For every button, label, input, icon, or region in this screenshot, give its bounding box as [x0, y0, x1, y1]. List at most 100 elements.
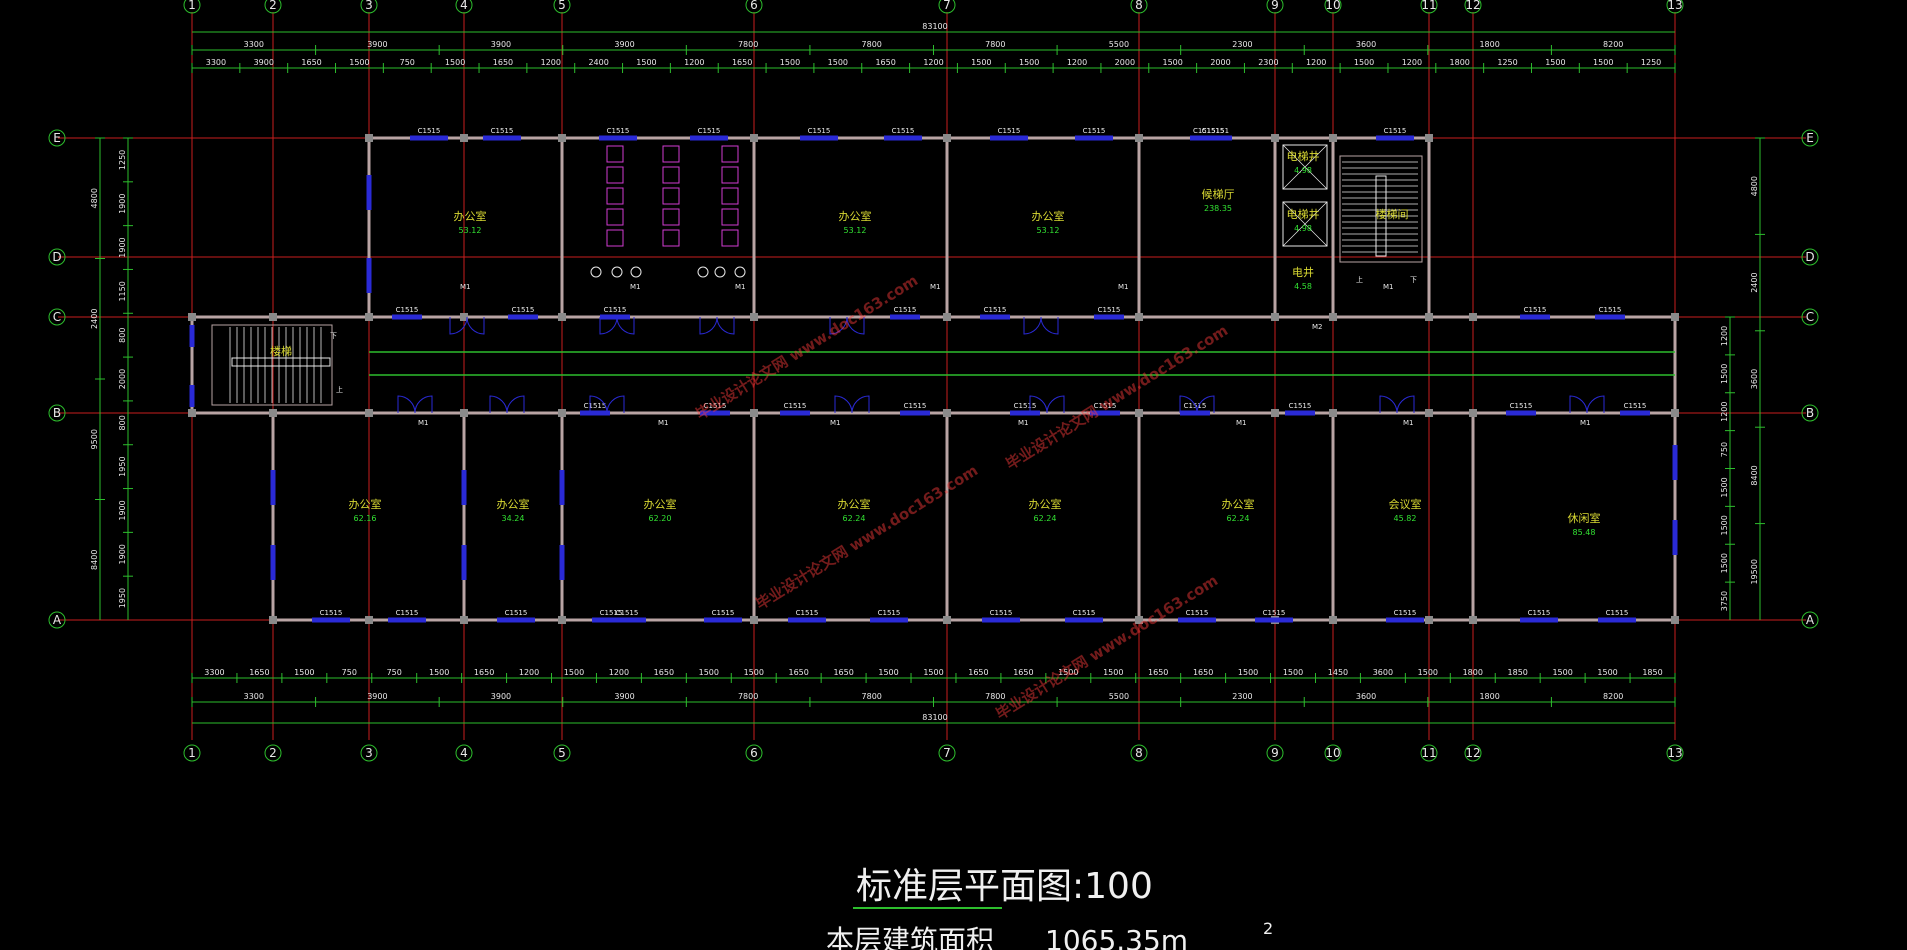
top-axis-label: 13	[1667, 0, 1682, 12]
window	[497, 617, 535, 623]
window-label: C1515	[1289, 402, 1312, 410]
toilet-stall	[606, 187, 624, 205]
toilet-stall	[721, 145, 739, 163]
room-name: 休闲室	[1568, 511, 1601, 525]
right-outer-dim-value: 3600	[1750, 369, 1759, 389]
column	[750, 134, 758, 142]
top-inner-dim-value: 1500	[349, 58, 369, 67]
elevator-cross	[1282, 201, 1328, 247]
room-name: 办公室	[644, 497, 677, 511]
bottom-axis-bubble	[1266, 744, 1284, 762]
bottom-inner-dim-value: 1450	[1328, 668, 1348, 677]
stair-well	[1375, 175, 1387, 257]
left-axis-label: B	[53, 406, 61, 420]
right-outer-dim-value: 19500	[1750, 559, 1759, 584]
bottom-inner-dim-value: 1500	[1238, 668, 1258, 677]
area-superscript: 2	[1263, 919, 1273, 938]
bottom-axis-label: 3	[365, 746, 373, 760]
door-swing	[846, 316, 865, 335]
top-inner-dim-value: 1650	[301, 58, 321, 67]
bottom-axis-label: 11	[1421, 746, 1436, 760]
window-label: C1515	[1606, 609, 1629, 617]
column	[943, 616, 951, 624]
elevator-cross	[1282, 144, 1328, 190]
right-axis-label: D	[1805, 250, 1814, 264]
toilet-stall	[662, 187, 680, 205]
top-inner-dim-value: 2000	[1210, 58, 1230, 67]
top-axis-bubble	[553, 0, 571, 14]
right-inner-dim-value: 750	[1720, 442, 1729, 457]
door-swing	[599, 316, 618, 335]
top-axis-bubble	[1420, 0, 1438, 14]
window	[189, 325, 195, 347]
window-label: C1515	[505, 609, 528, 617]
room-name: 办公室	[839, 209, 872, 223]
left-outer-dim-value: 2400	[90, 309, 99, 329]
top-axis-bubble	[1666, 0, 1684, 14]
left-axis-bubble	[48, 611, 66, 629]
watermark-text: 毕业设计论文网 www.doc163.com	[993, 571, 1222, 723]
top-axis-bubble	[1464, 0, 1482, 14]
right-inner-dim-value: 1200	[1720, 402, 1729, 422]
top-inner-dim-value: 1500	[1545, 58, 1565, 67]
bottom-outer-dim-value: 3900	[491, 692, 511, 701]
window	[900, 410, 930, 416]
room-name: 电井	[1292, 265, 1314, 279]
top-inner-dim-value: 1500	[1019, 58, 1039, 67]
door-swing	[414, 395, 433, 414]
bottom-axis-bubble	[1130, 744, 1148, 762]
right-inner-dim-value: 1500	[1720, 553, 1729, 573]
room-name: 楼梯	[270, 344, 292, 358]
window-label: C1515	[584, 402, 607, 410]
bottom-axis-label: 1	[188, 746, 196, 760]
column	[460, 616, 468, 624]
top-axis-label: 4	[460, 0, 468, 12]
column	[365, 616, 373, 624]
window-label: C1515	[418, 127, 441, 135]
bottom-outer-dim-value: 3600	[1356, 692, 1376, 701]
window	[1065, 617, 1103, 623]
column	[1271, 409, 1279, 417]
window	[461, 470, 467, 505]
bottom-outer-dim-value: 5500	[1109, 692, 1129, 701]
window-label: C1515	[990, 609, 1013, 617]
column	[1425, 409, 1433, 417]
window	[1506, 410, 1536, 416]
basin	[714, 266, 726, 278]
top-axis-bubble	[264, 0, 282, 14]
window	[700, 410, 730, 416]
left-inner-dim-value: 1900	[118, 194, 127, 214]
left-axis-label: E	[53, 131, 61, 145]
bottom-inner-dim-value: 1200	[609, 668, 629, 677]
door-swing	[834, 395, 853, 414]
door-swing	[1040, 316, 1059, 335]
room-name: 办公室	[1029, 497, 1062, 511]
left-inner-dim-value: 1250	[118, 150, 127, 170]
top-inner-dim-value: 2400	[588, 58, 608, 67]
column	[460, 313, 468, 321]
toilet-stall	[606, 208, 624, 226]
right-outer-dim-value: 2400	[1750, 272, 1759, 292]
top-outer-dim-value: 7800	[738, 40, 758, 49]
door-label: M1	[1118, 283, 1129, 291]
top-inner-dim-value: 1500	[780, 58, 800, 67]
bottom-inner-dim-value: 1500	[923, 668, 943, 677]
window	[982, 617, 1020, 623]
bottom-inner-dim-value: 1500	[1597, 668, 1617, 677]
left-inner-dim-value: 1150	[118, 281, 127, 301]
window	[1672, 445, 1678, 480]
column	[1135, 616, 1143, 624]
top-inner-dim-value: 1650	[732, 58, 752, 67]
column	[365, 313, 373, 321]
room-name: 办公室	[349, 497, 382, 511]
right-axis-label: E	[1806, 131, 1814, 145]
top-axis-label: 3	[365, 0, 373, 12]
window	[1010, 410, 1040, 416]
column	[1671, 313, 1679, 321]
column	[1469, 616, 1477, 624]
door-swing	[1586, 395, 1605, 414]
right-inner-dim-value: 3750	[1720, 591, 1729, 611]
window-label: C1515	[396, 609, 419, 617]
bottom-outer-dim-value: 8200	[1603, 692, 1623, 701]
bottom-inner-dim-value: 1650	[474, 668, 494, 677]
